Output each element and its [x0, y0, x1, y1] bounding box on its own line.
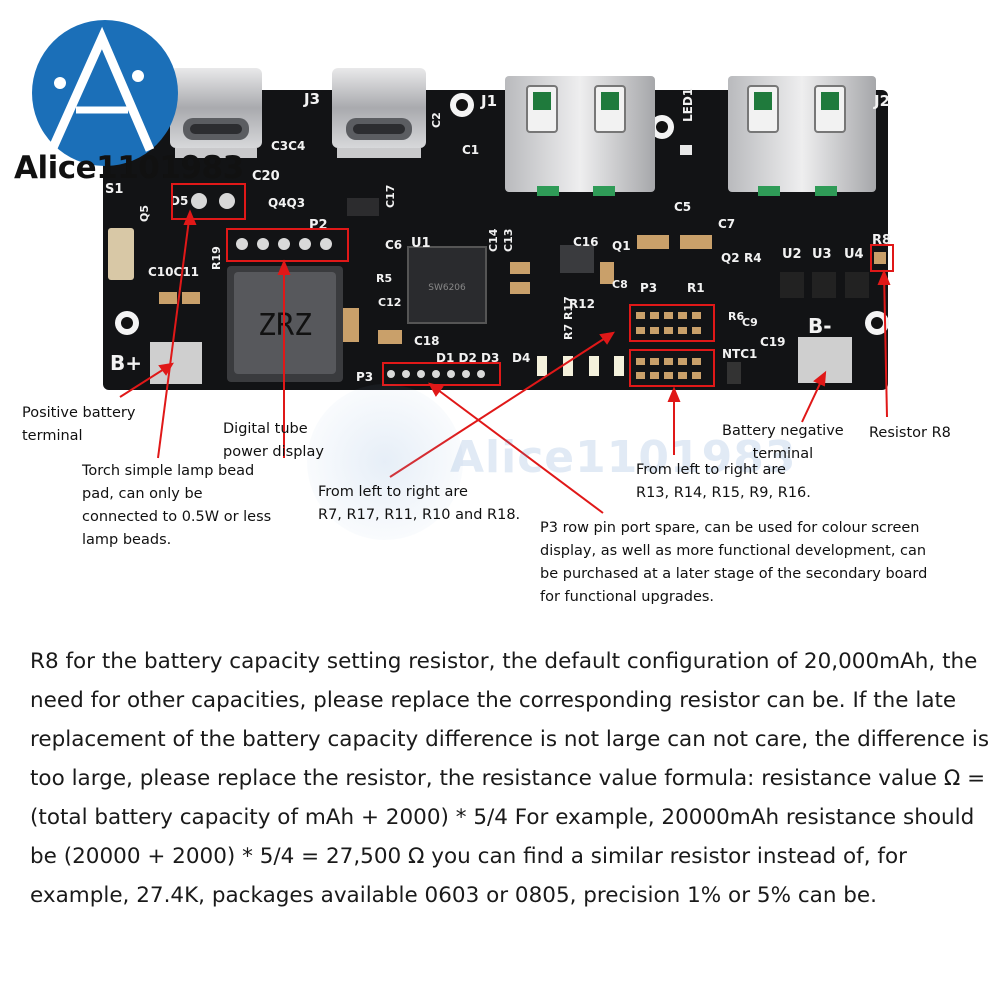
silk-led1: LED1 [681, 88, 695, 122]
silk-r1: R1 [687, 281, 705, 295]
silk-j2: J2 [873, 92, 890, 110]
silk-c3c4: C3C4 [271, 139, 305, 153]
label-battery-negative-terminal: Battery negative terminal [722, 423, 844, 462]
silk-u4: U4 [844, 247, 864, 262]
silk-d5: D5 [170, 194, 188, 208]
silk-c18: C18 [414, 334, 440, 348]
silk-r19: R19 [210, 246, 223, 270]
usb-a-connector-left [505, 76, 655, 196]
silk-c1: C1 [462, 143, 479, 157]
battery-positive-pad [150, 342, 202, 384]
silk-s1: S1 [105, 182, 123, 197]
brand-logo-text: Alice1101983 [14, 150, 244, 186]
torch-lamp-pad [191, 193, 235, 209]
p3-header-pins [387, 370, 485, 378]
callout-box-p3-header [382, 362, 501, 386]
chip-label: SW6206 [428, 283, 466, 293]
label-resistors-right: From left to right are R13, R14, R15, R9… [636, 462, 811, 501]
label-torch-lamp-pad: Torch simple lamp bead pad, can only be … [82, 463, 272, 548]
silk-d4: D4 [512, 351, 530, 365]
brand-logo [32, 20, 178, 166]
inductor: ZRZ [227, 266, 359, 382]
callout-box-r8 [870, 244, 894, 272]
silk-j1: J1 [480, 92, 497, 110]
silk-c20: C20 [252, 169, 280, 184]
watermark-text: Alice1101983 [450, 432, 797, 483]
silk-c9: C9 [742, 316, 758, 329]
silk-u2: U2 [782, 247, 802, 262]
callout-boxes [171, 183, 894, 387]
label-digital-tube-display: Digital tube power display [223, 421, 324, 460]
pcb-board-illustration: SW6206 ZRZ [32, 20, 894, 540]
silk-q2: Q2 [721, 251, 740, 265]
silkscreen-labels: J3 J1 J2 C3C4 C1 C20 S1 D5 Q4Q3 P2 C6 U1… [105, 88, 891, 384]
silk-d1d2d3: D1 D2 D3 [436, 351, 499, 365]
silk-u3: U3 [812, 247, 832, 262]
capacity-setting-paragraph: R8 for the battery capacity setting resi… [30, 649, 990, 908]
silk-ntc1: NTC1 [722, 347, 757, 361]
usb-a-connector-right [728, 76, 876, 196]
label-resistors-left: From left to right are R7, R17, R11, R10… [318, 484, 521, 523]
silk-c19: C19 [760, 335, 786, 349]
silk-c8: C8 [612, 278, 628, 291]
callout-box-resistors-top [629, 304, 715, 342]
silk-c6: C6 [385, 238, 402, 252]
silk-p2: P2 [309, 218, 328, 233]
silk-c2: C2 [430, 112, 443, 128]
label-p3-port: P3 row pin port spare, can be used for c… [540, 520, 928, 605]
label-resistor-r8: Resistor R8 [869, 425, 951, 441]
silk-c14: C14 [487, 228, 500, 252]
silk-b-plus: B+ [110, 351, 142, 375]
silk-q4q3: Q4Q3 [268, 196, 305, 210]
silk-r6: R6 [728, 310, 744, 323]
label-positive-battery-terminal: Positive battery terminal [22, 405, 136, 444]
silk-c12: C12 [378, 296, 401, 309]
resistor-array-bottom [636, 358, 701, 379]
arrow-torch-pad [157, 211, 191, 459]
silk-c5: C5 [674, 200, 691, 214]
silk-c13: C13 [502, 229, 515, 252]
silk-c10c11: C10C11 [148, 265, 199, 279]
smd-components [108, 145, 886, 384]
silk-r5: R5 [376, 272, 392, 285]
silk-q1: Q1 [612, 239, 631, 253]
silk-c16: C16 [573, 235, 599, 249]
mounting-holes [115, 93, 889, 335]
callout-box-torch-pad [171, 183, 246, 220]
p2-header-pins [236, 238, 332, 250]
callout-box-p2-header [226, 228, 349, 262]
silk-q5: Q5 [138, 205, 151, 222]
main-ic-chip: SW6206 [407, 246, 487, 324]
silk-r4: R4 [744, 251, 762, 265]
silk-r12: R12 [569, 297, 595, 311]
silk-p3-top: P3 [640, 281, 657, 295]
silk-b-minus: B- [808, 314, 832, 338]
silk-j3: J3 [303, 90, 320, 108]
silk-u1: U1 [411, 236, 431, 251]
silk-r7r17: R7 R17 [562, 296, 575, 340]
indicator-leds [537, 356, 624, 376]
arrow-p3-port [429, 383, 604, 514]
arrow-resistor-r8 [883, 271, 888, 418]
watermark-globe [307, 384, 463, 540]
usb-c-connector-left [170, 68, 262, 158]
silk-c17: C17 [384, 185, 397, 208]
callout-box-resistors-bottom [629, 349, 715, 387]
silk-c7: C7 [718, 217, 735, 231]
resistor-array-top [636, 312, 701, 334]
usb-c-connector-right [332, 68, 426, 158]
silk-p3-bottom: P3 [356, 370, 373, 384]
